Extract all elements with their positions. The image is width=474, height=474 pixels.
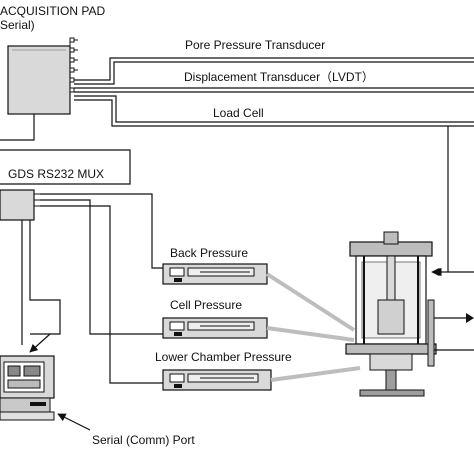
serial-port-arrow	[57, 413, 91, 431]
serial-port-label: Serial (Comm) Port	[92, 433, 195, 447]
mux-to-computer-arrow	[29, 333, 51, 353]
lower-chamber-label: Lower Chamber Pressure	[155, 350, 292, 364]
acquisition-pad-box	[7, 37, 78, 115]
pore-pressure-label: Pore Pressure Transducer	[185, 38, 326, 52]
pressure-pipes	[265, 272, 361, 382]
mux-cell-pressure-cable	[40, 199, 168, 335]
cell-pressure-label: Cell Pressure	[170, 298, 243, 312]
mux-upper-cable	[0, 149, 131, 185]
load-cell-cable	[74, 95, 474, 123]
acquisition-pad-label: ACQUISITION PAD	[0, 4, 106, 18]
back-pressure-pipe	[265, 272, 356, 332]
mux-box	[0, 189, 40, 221]
triaxial-cell	[345, 231, 437, 397]
displacement-label: Displacement Transducer（LVDT）	[184, 70, 374, 84]
mux-label: GDS RS232 MUX	[8, 167, 105, 181]
pore-pressure-cable	[74, 57, 474, 81]
mux-lower-chamber-cable	[40, 205, 168, 384]
cell-pressure-pipe	[266, 326, 355, 342]
lower-chamber-pipe	[270, 366, 361, 382]
acquisition-pad-sublabel: Serial)	[0, 18, 35, 32]
mux-back-pressure-cable	[40, 193, 168, 269]
back-pressure-pump	[162, 263, 268, 285]
cell-pressure-pump	[162, 317, 268, 339]
computer	[0, 355, 55, 421]
lower-chamber-pump	[162, 369, 272, 391]
back-pressure-label: Back Pressure	[170, 246, 249, 260]
pad-serial-cable	[0, 114, 35, 141]
load-cell-label: Load Cell	[213, 106, 264, 120]
